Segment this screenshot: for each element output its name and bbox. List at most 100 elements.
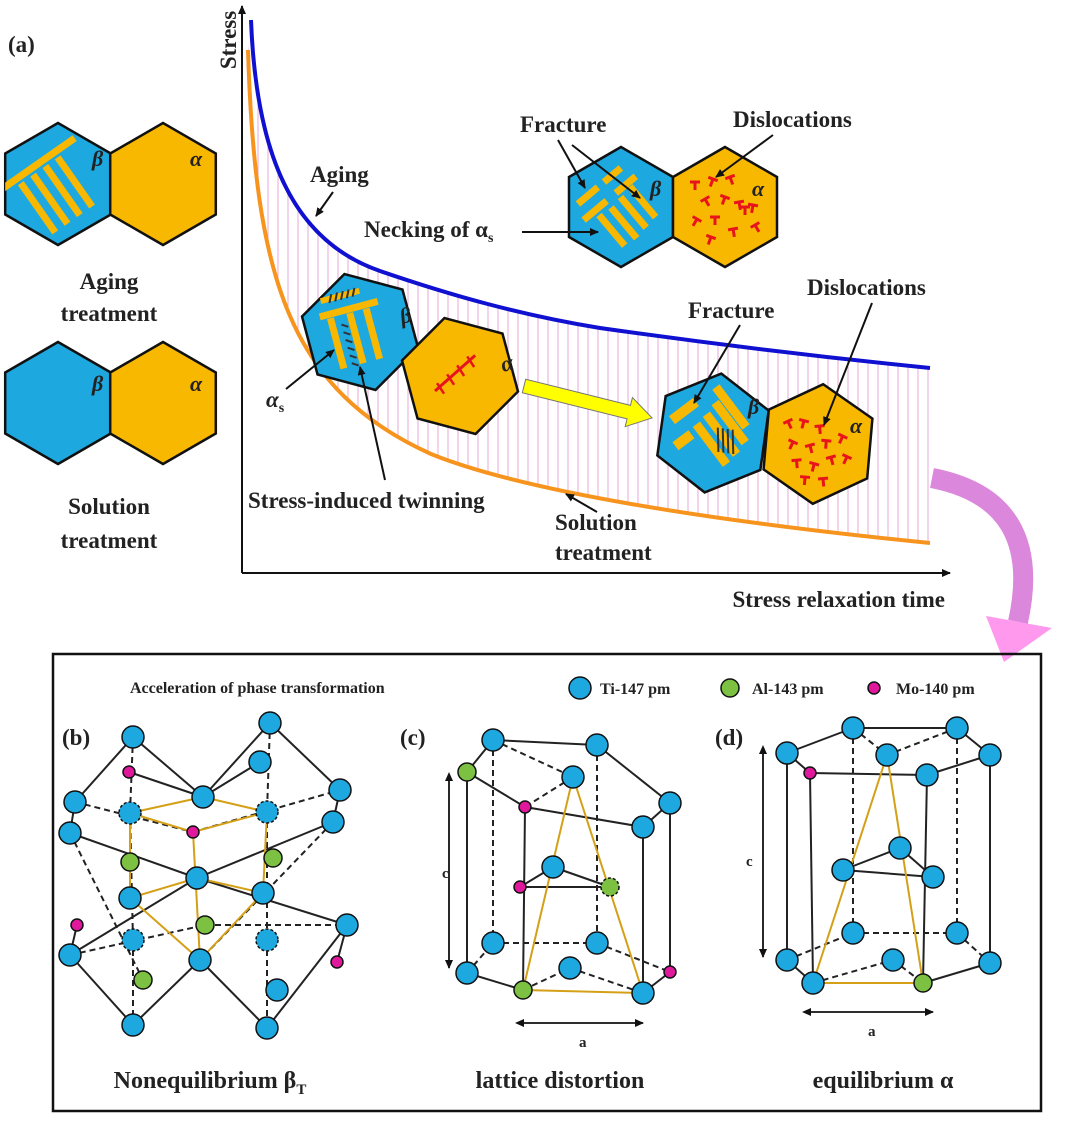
ti-atom [921,865,945,889]
caption-c: lattice distortion [476,1068,645,1094]
dislocation-symbol [733,199,745,211]
al-atom [120,852,140,872]
ti-atom [888,836,912,860]
ti-atom [328,778,352,802]
aging-curve-label: Aging [310,162,369,187]
alpha-s-lamella [617,194,649,230]
dislocation-line [782,417,794,425]
caption-d: equilibrium α [813,1068,954,1094]
beta-grain-initial-shape [300,272,420,392]
beta-grain-solution-shape [3,340,113,466]
beta-grain-solution-fractured-shape [655,372,771,494]
bond [809,772,814,984]
bond-dashed [852,727,888,756]
reference-microstructures [3,121,218,466]
bond-highlight [129,796,204,814]
dislocation-stem [818,425,822,435]
legend-mo: Mo-140 pm [896,681,975,698]
bond-dashed [886,727,958,756]
dislocation-stem [795,460,799,469]
dislocations-arrow [715,134,774,178]
ti-atom [191,785,215,809]
legend-al: Al-143 pm [752,681,824,698]
beta-grain-solution-fractured [655,372,771,494]
ti-atom [118,886,142,910]
alpha-s-lamella [613,173,638,196]
beta-grain-aging-fractured [567,145,675,269]
aging-curve [249,19,931,370]
al-atom [913,973,933,993]
bond-highlight [129,897,201,961]
crystal-panel-frame [51,652,1043,1113]
mo-atom [330,955,344,969]
panel-d-label: (d) [715,725,743,750]
dislocation-symbol [791,458,802,469]
ti-atom [978,951,1002,975]
alpha-s-lamella [608,205,640,241]
dislocation-pileup-line [434,354,477,393]
dislocation-line [814,424,825,428]
alpha-grain-initial-features [434,354,477,395]
alpha-s-lamella [30,172,71,226]
dislocations-arrow [823,302,873,426]
alpha-grain-initial [400,316,520,436]
bond-highlight [192,811,268,833]
aging-treatment-caption-line2: treatment [61,301,158,326]
dislocation-tick [456,364,466,377]
twin-mark [345,339,353,344]
dislocation-line [821,438,832,443]
mo-atom [663,965,677,979]
alpha-grain-aged [108,121,218,247]
ti-atom [121,725,145,749]
mo-atom [70,918,84,932]
dislocation-symbol [804,442,816,454]
dislocation-stem [708,178,715,188]
dislocation-stem [753,224,761,233]
alpha-s-lamella [596,212,628,248]
dislocation-line [747,202,759,208]
mo-atom [186,825,200,839]
beta-grain-aged [3,121,113,247]
ti-atom [775,948,799,972]
dislocation-stem [824,440,828,449]
twin-mark [347,346,355,351]
twin-mark [351,362,359,367]
bond-dashed [812,959,894,984]
ti-atom [58,943,82,967]
ti-atom [481,728,505,752]
caption-b: Nonequilibrium βT [114,1068,307,1098]
alpha-s-lamella [601,165,624,185]
twin-mark [341,323,349,328]
twin-mark [345,289,350,299]
dislocation-stem [842,455,849,465]
ti-atom [255,1016,279,1040]
ti-atom [255,800,279,824]
dislocation-symbol [814,424,825,435]
dislocation-stem [821,478,826,487]
lamellae-group [668,384,750,467]
bond [492,739,598,746]
ti-atom [945,921,969,945]
ti-atom [558,956,582,980]
ti-atom [631,815,655,839]
dislocation-line [841,453,853,461]
panel-a: (a) β α β α Aging treatment Solution tre… [3,5,951,612]
dislocation-line [791,458,802,463]
bond [786,727,854,754]
ti-atom [801,971,825,995]
alpha-label: α [850,413,863,438]
alpha-s-lamella [668,398,699,425]
crystal-structures [58,711,1002,1040]
alpha-grain-solution-deformed-features [782,417,853,487]
alpha-s-lamella [711,399,749,446]
fracture-label-top: Fracture [520,112,606,137]
panel-a-label: (a) [8,32,35,57]
bond [596,744,671,804]
ti-atom [251,881,275,905]
alpha-s-lamella [42,163,83,218]
ti-atom [631,981,655,1005]
dislocation-line [804,442,816,449]
bond-dashed [786,932,854,961]
dislocation-symbol [799,475,811,486]
